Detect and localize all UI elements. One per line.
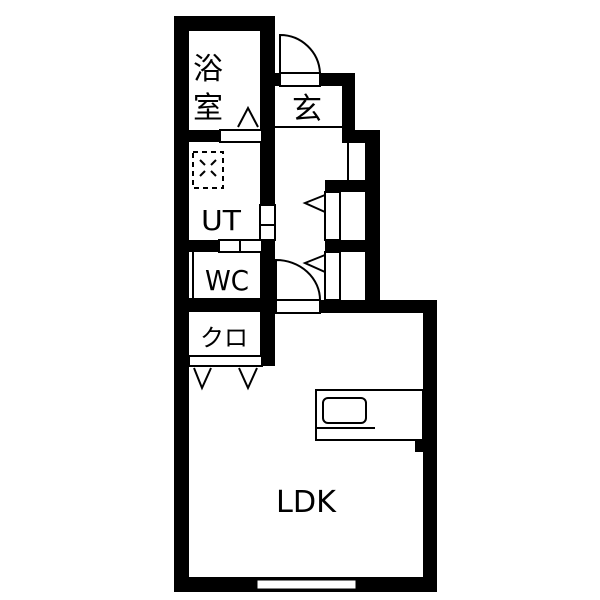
room-label-ldk: LDK: [276, 485, 337, 520]
room-label-bathroom-1: 浴: [193, 52, 223, 87]
washing-machine-space: [192, 151, 224, 189]
washing-machine-cross-icon: [199, 159, 217, 177]
sink-icon: [322, 397, 367, 424]
room-label-bathroom-2: 室: [193, 91, 223, 126]
thin-lines: [188, 33, 349, 367]
room-label-entrance: 玄: [292, 92, 322, 127]
room-label-toilet: WC: [205, 264, 249, 297]
ldk-window: [256, 579, 357, 590]
door-markers: [193, 105, 326, 391]
room-label-closet: クロ: [200, 324, 248, 352]
kitchen-counter: [315, 389, 424, 441]
room-label-utility: UT: [201, 204, 242, 237]
